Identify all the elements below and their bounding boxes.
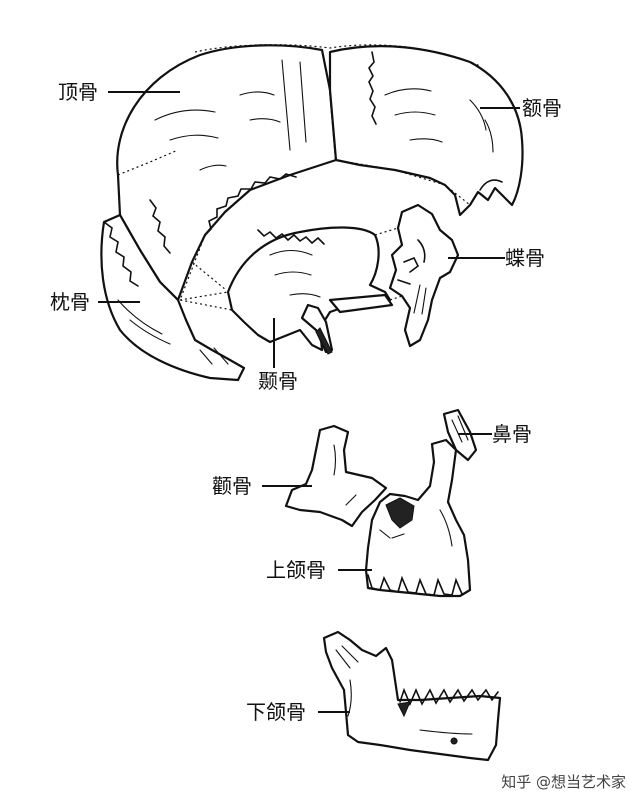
mandible-illustration: [322, 630, 502, 762]
label-temporal: 颞骨: [258, 369, 298, 393]
zygomatic-bone-shape: [284, 424, 388, 528]
cranium-illustration: [100, 44, 524, 382]
label-mandible: 下颌骨: [246, 700, 306, 724]
label-parietal: 顶骨: [58, 80, 98, 104]
label-zygomatic: 颧骨: [212, 474, 252, 498]
facial-bones-illustration: [284, 408, 478, 598]
temporal-bone-shape: [226, 226, 392, 352]
mandible-bone-shape: [322, 630, 502, 762]
watermark: 知乎 @想当艺术家: [501, 773, 626, 791]
frontal-bone-shape: [328, 45, 524, 217]
label-nasal: 鼻骨: [492, 422, 532, 446]
label-occipital: 枕骨: [50, 290, 90, 314]
parietal-bone-shape: [116, 44, 338, 302]
leader-lines: [98, 91, 520, 713]
maxilla-bone-shape: [364, 438, 472, 598]
label-maxilla: 上颌骨: [266, 558, 326, 582]
sphenoid-bone-shape: [388, 203, 460, 348]
label-frontal: 额骨: [522, 96, 562, 120]
label-sphenoid: 蝶骨: [505, 246, 545, 270]
